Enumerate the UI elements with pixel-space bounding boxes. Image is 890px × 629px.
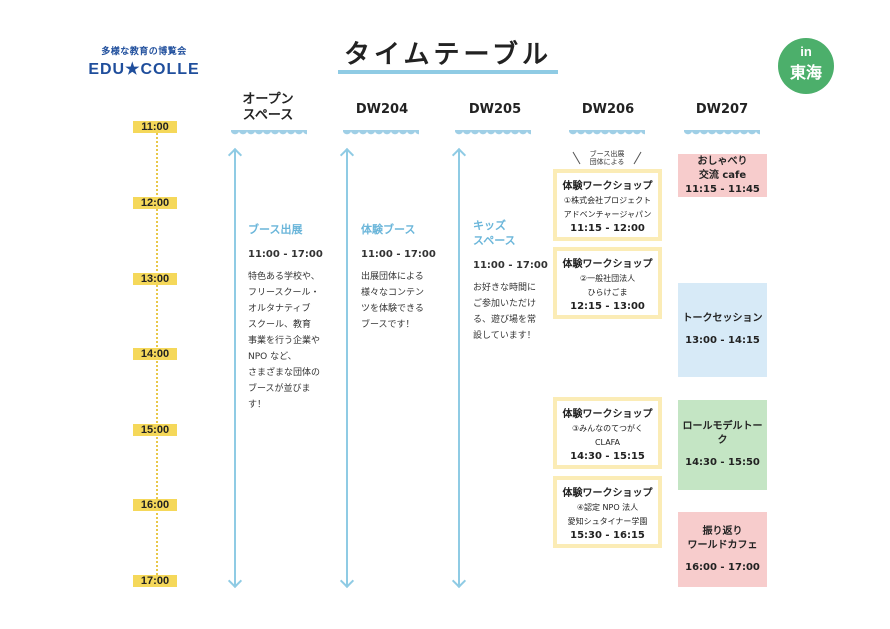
wave-decoration bbox=[569, 130, 645, 138]
workshop-org: CLAFA bbox=[594, 438, 621, 447]
workshop-card[interactable]: 体験ワークショップ ④認定 NPO 法人 愛知シュタイナー学園 15:30 - … bbox=[553, 476, 662, 548]
session-title: ワールドカフェ bbox=[687, 539, 758, 551]
open-space-desc-line: オルタナティブ bbox=[248, 304, 311, 314]
column-header-dw207: DW207 bbox=[695, 102, 749, 117]
badge-in-text: in bbox=[800, 44, 812, 59]
dw205-title: キッズ bbox=[473, 219, 506, 232]
open-space-desc-line: さまざまな団体の bbox=[248, 368, 321, 378]
workshop-title: 体験ワークショップ bbox=[562, 259, 653, 270]
workshop-title: 体験ワークショップ bbox=[562, 181, 653, 192]
open-space-desc-line: す！ bbox=[248, 400, 267, 410]
workshop-card[interactable]: 体験ワークショップ ①株式会社プロジェクト アドベンチャージャパン 11:15 … bbox=[553, 169, 662, 241]
workshop-org: ひらけごま bbox=[587, 288, 628, 297]
logo-wordmark: EDU★COLLE bbox=[88, 61, 200, 78]
wave-decoration bbox=[343, 130, 419, 138]
workshop-time: 15:30 - 16:15 bbox=[570, 530, 645, 541]
workshop-time: 12:15 - 13:00 bbox=[570, 301, 645, 312]
time-label: 12:00 bbox=[133, 197, 177, 209]
dw204-info: 体験ブース 11:00 - 17:00 出展団体による 様々なコンテン ツを体験… bbox=[361, 222, 443, 333]
column-header-line: オープン bbox=[242, 92, 294, 107]
open-space-desc-line: 事業を行う企業や bbox=[248, 336, 321, 346]
dw205-time: 11:00 - 17:00 bbox=[473, 260, 548, 271]
session-title: ロールモデルトーク bbox=[682, 421, 763, 446]
workshop-org: アドベンチャージャパン bbox=[563, 210, 652, 219]
wave-decoration bbox=[684, 130, 760, 138]
session-title: 振り返り bbox=[702, 525, 743, 537]
session-title: トークセッション bbox=[682, 313, 763, 324]
dw205-title: スペース bbox=[473, 234, 516, 247]
column-header-dw204: DW204 bbox=[355, 102, 409, 117]
dw204-title: 体験ブース bbox=[361, 223, 416, 236]
column-header-line: スペース bbox=[242, 108, 294, 123]
session-title: 交流 cafe bbox=[698, 169, 747, 181]
duration-arrow bbox=[234, 150, 236, 586]
session-title: おしゃべり bbox=[697, 155, 748, 167]
column-header-dw205: DW205 bbox=[468, 102, 522, 117]
workshop-time: 11:15 - 12:00 bbox=[570, 223, 645, 234]
dw207-session[interactable]: ロールモデルトーク 14:30 - 15:50 bbox=[678, 400, 767, 490]
workshop-org: ③みんなのてつがく bbox=[571, 424, 643, 433]
dw205-desc-line: ご参加いただけ bbox=[473, 299, 537, 309]
dw205-desc-line: お好きな時間に bbox=[473, 283, 537, 293]
time-label: 16:00 bbox=[133, 499, 177, 511]
column-header-dw206: DW206 bbox=[581, 102, 635, 117]
session-time: 14:30 - 15:50 bbox=[685, 457, 760, 468]
dw206-note: ブース出展 団体による bbox=[578, 150, 636, 166]
dw206-note-line: 団体による bbox=[589, 158, 625, 166]
time-label: 13:00 bbox=[133, 273, 177, 285]
open-space-time: 11:00 - 17:00 bbox=[248, 249, 323, 260]
time-label: 11:00 bbox=[133, 121, 177, 133]
time-label: 17:00 bbox=[133, 575, 177, 587]
dw205-desc-line: る、遊び場を常 bbox=[473, 315, 537, 325]
workshop-title: 体験ワークショップ bbox=[562, 488, 653, 499]
session-time: 16:00 - 17:00 bbox=[685, 561, 760, 573]
workshop-org: 愛知シュタイナー学園 bbox=[567, 517, 648, 526]
workshop-time: 14:30 - 15:15 bbox=[570, 451, 645, 462]
workshop-card[interactable]: 体験ワークショップ ②一般社団法人 ひらけごま 12:15 - 13:00 bbox=[553, 247, 662, 319]
page-title: タイムテーブル bbox=[344, 40, 552, 70]
open-space-desc-line: 特色ある学校や、 bbox=[248, 272, 320, 282]
session-time: 13:00 - 14:15 bbox=[685, 335, 760, 346]
open-space-desc-line: ブースが並びま bbox=[248, 384, 311, 394]
dw204-time: 11:00 - 17:00 bbox=[361, 249, 436, 260]
duration-arrow bbox=[458, 150, 460, 586]
dw207-session[interactable]: おしゃべり 交流 cafe 11:15 - 11:45 bbox=[678, 154, 767, 197]
dw204-desc-line: ブースです！ bbox=[361, 320, 415, 330]
dw207-session[interactable]: トークセッション 13:00 - 14:15 bbox=[678, 283, 767, 377]
time-label: 15:00 bbox=[133, 424, 177, 436]
logo: 多様な教育の博覧会 EDU★COLLE bbox=[80, 44, 208, 79]
open-space-desc-line: スクール、教育 bbox=[248, 320, 312, 330]
logo-tagline: 多様な教育の博覧会 bbox=[101, 47, 187, 57]
workshop-org: ②一般社団法人 bbox=[579, 274, 636, 283]
wave-decoration bbox=[231, 130, 307, 138]
workshop-title: 体験ワークショップ bbox=[562, 409, 653, 420]
workshop-card[interactable]: 体験ワークショップ ③みんなのてつがく CLAFA 14:30 - 15:15 bbox=[553, 397, 662, 469]
column-header-open-space: オープン スペース bbox=[213, 92, 323, 124]
workshop-org: ①株式会社プロジェクト bbox=[563, 196, 652, 205]
duration-arrow bbox=[346, 150, 348, 586]
title-underline bbox=[338, 70, 558, 74]
open-space-desc-line: NPO など、 bbox=[248, 352, 297, 362]
dw207-session[interactable]: 振り返り ワールドカフェ 16:00 - 17:00 bbox=[678, 512, 767, 587]
region-badge: in 東海 bbox=[778, 38, 834, 94]
open-space-info: ブース出展 11:00 - 17:00 特色ある学校や、 フリースクール・ オル… bbox=[248, 222, 330, 413]
dw204-desc-line: 出展団体による bbox=[361, 272, 424, 282]
badge-region-text: 東海 bbox=[789, 63, 822, 82]
dw204-desc-line: 様々なコンテン bbox=[361, 288, 425, 298]
session-time: 11:15 - 11:45 bbox=[685, 183, 760, 195]
dw205-desc-line: 設しています！ bbox=[473, 331, 536, 341]
dw206-note-line: ブース出展 bbox=[589, 150, 625, 158]
time-label: 14:00 bbox=[133, 348, 177, 360]
dw205-info: キッズ スペース 11:00 - 17:00 お好きな時間に ご参加いただけ る… bbox=[473, 218, 555, 344]
wave-decoration bbox=[455, 130, 531, 138]
open-space-desc-line: フリースクール・ bbox=[248, 288, 320, 298]
open-space-title: ブース出展 bbox=[248, 223, 303, 236]
dw204-desc-line: ツを体験できる bbox=[361, 304, 424, 314]
workshop-org: ④認定 NPO 法人 bbox=[576, 503, 639, 512]
